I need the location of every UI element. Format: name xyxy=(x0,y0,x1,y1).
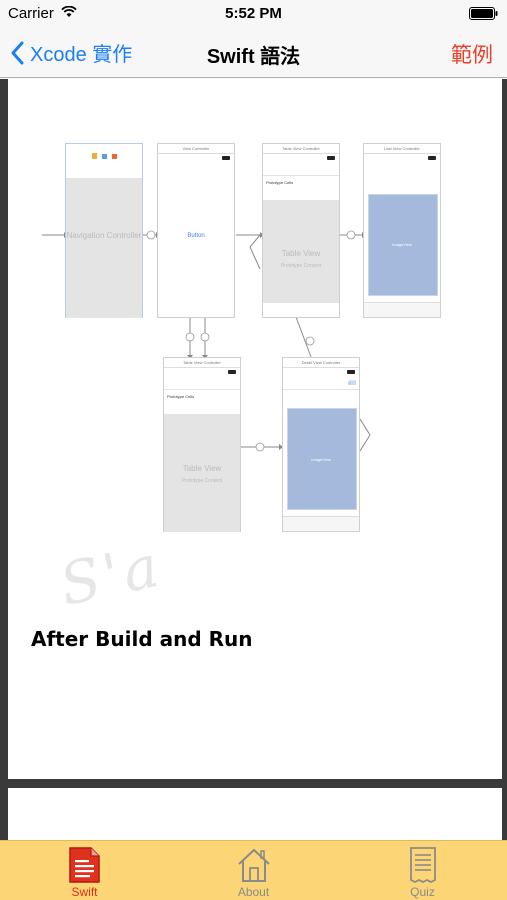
scene-dock-icons xyxy=(92,146,117,164)
detail-view-controller-scene: Detail View Controller 返回 ImageView xyxy=(282,357,360,532)
view-controller-scene: View Controller Button xyxy=(157,143,235,318)
tab-about[interactable]: About xyxy=(169,841,338,900)
house-icon xyxy=(238,848,270,882)
receipt-icon xyxy=(410,847,436,884)
tab-bar: Swift About Quiz xyxy=(0,840,507,900)
back-button-label: Xcode 實作 xyxy=(30,44,133,66)
navigation-controller-label: Navigation Controller xyxy=(66,231,142,240)
navigation-controller-scene: Navigation Controller xyxy=(65,143,143,318)
tab-about-label: About xyxy=(237,885,270,899)
detail-vc-title: Detail View Controller xyxy=(283,358,359,368)
clock: 5:52 PM xyxy=(225,5,282,22)
status-bar: Carrier 5:52 PM xyxy=(0,0,507,28)
storyboard-diagram: Navigation Controller View Controller Bu… xyxy=(8,79,502,539)
tab-swift[interactable]: Swift xyxy=(0,841,169,900)
second-table-vc-title: Table View Controller xyxy=(164,358,240,368)
prototype-cells-label: Prototype Cells xyxy=(266,180,294,185)
battery-icon xyxy=(469,7,499,20)
content-scroll-area[interactable]: Navigation Controller View Controller Bu… xyxy=(0,79,507,840)
page-card: Navigation Controller View Controller Bu… xyxy=(8,79,502,779)
detail-image-view-label: ImageView xyxy=(311,457,331,462)
next-page-card xyxy=(8,788,502,840)
table-vc-title: Table View Controller xyxy=(263,144,339,154)
tab-swift-label: Swift xyxy=(71,885,98,899)
second-table-view-controller-scene: Table View Controller Prototype Cells Ta… xyxy=(163,357,241,532)
second-table-view-label: Table View xyxy=(182,464,222,473)
tab-quiz-label: Quiz xyxy=(410,885,435,899)
last-view-controller-scene: Last View Controller ImageView xyxy=(363,143,441,318)
carrier-label: Carrier xyxy=(8,5,54,22)
prototype-content-label: Prototype Content xyxy=(280,263,322,269)
watermark: S'a xyxy=(54,531,169,619)
tab-quiz[interactable]: Quiz xyxy=(338,841,507,900)
examples-button[interactable]: 範例 xyxy=(451,44,493,67)
section-heading: After Build and Run xyxy=(31,627,253,651)
storyboard-button-label: Button xyxy=(187,233,205,239)
table-view-label: Table View xyxy=(281,249,321,258)
last-vc-title: Last View Controller xyxy=(364,144,440,154)
detail-nav-button-label: 返回 xyxy=(348,380,356,385)
table-view-controller-scene: Table View Controller Prototype Cells Ta… xyxy=(262,143,340,318)
wifi-icon xyxy=(61,5,77,23)
chevron-left-icon xyxy=(11,41,24,64)
navigation-bar: Xcode 實作 Swift 語法 範例 xyxy=(0,28,507,78)
second-prototype-cells-label: Prototype Cells xyxy=(167,394,195,399)
back-button[interactable]: Xcode 實作 xyxy=(10,38,132,67)
view-controller-title: View Controller xyxy=(158,144,234,154)
second-prototype-content-label: Prototype Content xyxy=(181,478,223,484)
document-icon xyxy=(69,847,100,883)
last-image-view-label: ImageView xyxy=(392,242,412,247)
page-title: Swift 語法 xyxy=(206,46,301,68)
